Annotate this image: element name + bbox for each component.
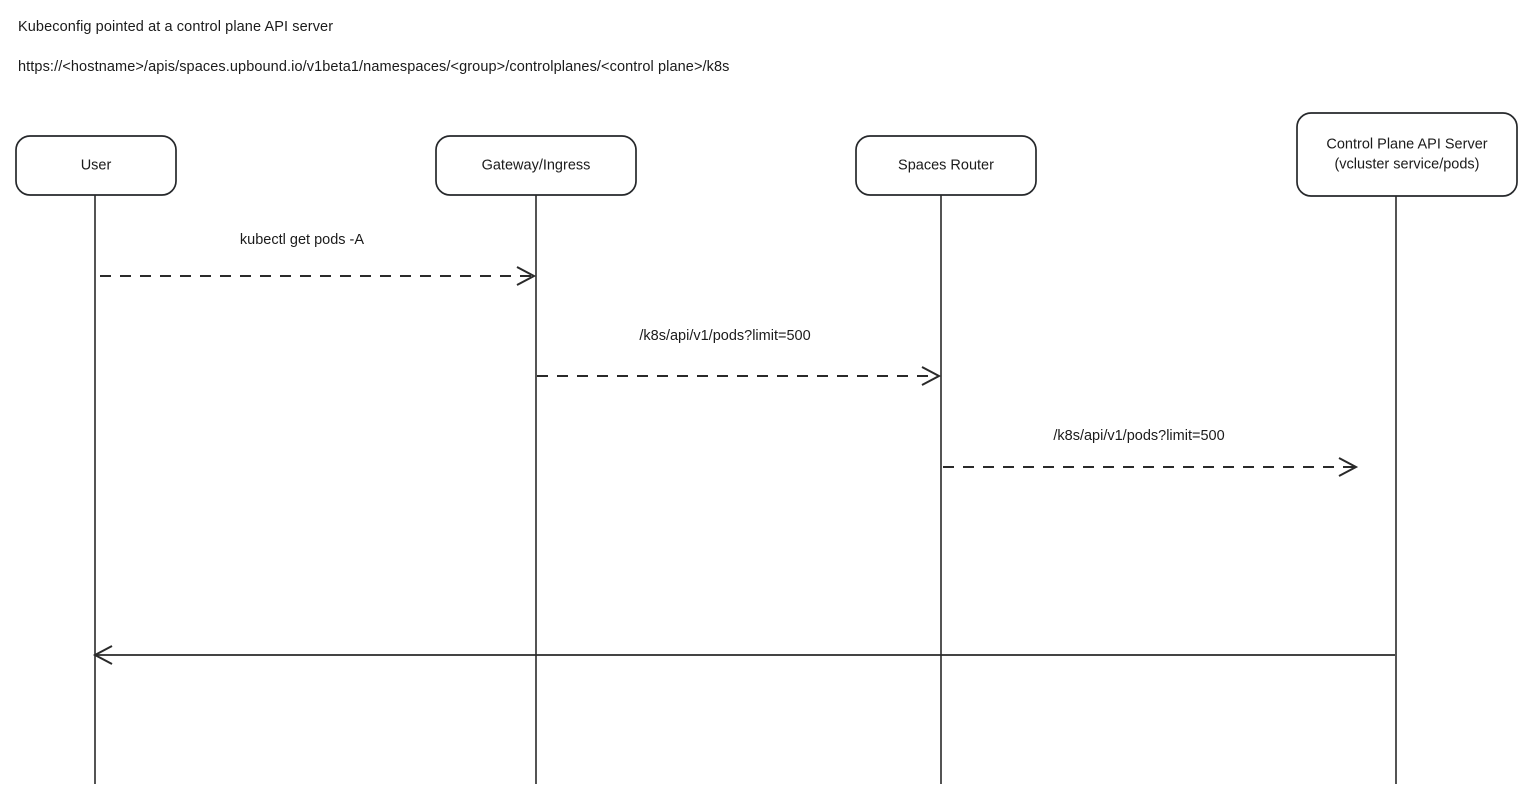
message-msg-pods-limit-gateway-to-router[interactable]: /k8s/api/v1/pods?limit=500	[537, 328, 942, 386]
arrowhead-msg-kubectl-get-pods	[516, 266, 537, 286]
participant-box-control-plane	[1296, 112, 1518, 197]
participant-control-plane[interactable]: Control Plane API Server (vcluster servic…	[1296, 112, 1518, 197]
message-msg-kubectl-get-pods[interactable]: kubectl get pods -A	[100, 232, 537, 286]
message-label-msg-pods-limit-gateway-to-router: /k8s/api/v1/pods?limit=500	[639, 328, 810, 344]
messages-layer: kubectl get pods -A/k8s/api/v1/pods?limi…	[92, 232, 1395, 665]
participant-gateway[interactable]: Gateway/Ingress	[435, 135, 637, 196]
participant-label-control-plane: Control Plane API Server	[1326, 136, 1487, 152]
participant-box-gateway	[435, 135, 637, 196]
participant-label-spaces-router: Spaces Router	[898, 157, 994, 173]
participant-box-user	[15, 135, 177, 196]
participant-spaces-router[interactable]: Spaces Router	[855, 135, 1037, 196]
note-kubeconfig-url: https://<hostname>/apis/spaces.upbound.i…	[18, 59, 730, 75]
participant-label-control-plane: (vcluster service/pods)	[1334, 156, 1479, 172]
arrowhead-msg-pods-limit-gateway-to-router	[921, 366, 942, 386]
lifelines-layer	[94, 195, 1397, 784]
note-kubeconfig-title: Kubeconfig pointed at a control plane AP…	[18, 19, 334, 35]
message-msg-pods-limit-router-to-controlplane[interactable]: /k8s/api/v1/pods?limit=500	[943, 428, 1359, 477]
actors-layer: User Gateway/Ingress Spaces Router Control …	[15, 112, 1518, 197]
message-label-msg-kubectl-get-pods: kubectl get pods -A	[240, 232, 364, 248]
message-msg-response-to-user[interactable]	[92, 645, 1395, 665]
participant-box-spaces-router	[855, 135, 1037, 196]
arrowhead-msg-response-to-user	[92, 645, 113, 665]
participant-label-user: User	[81, 157, 112, 173]
message-label-msg-pods-limit-router-to-controlplane: /k8s/api/v1/pods?limit=500	[1053, 428, 1224, 444]
participant-label-gateway: Gateway/Ingress	[482, 157, 591, 173]
arrowhead-msg-pods-limit-router-to-controlplane	[1338, 457, 1359, 477]
participant-user[interactable]: User	[15, 135, 177, 196]
